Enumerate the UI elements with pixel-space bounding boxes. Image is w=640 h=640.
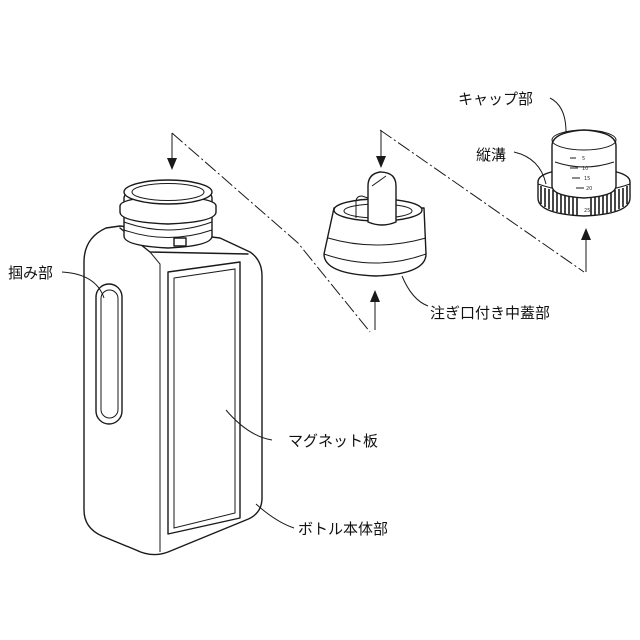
arrow-down-lid	[376, 130, 386, 168]
cap-scale-mark: 25	[584, 208, 590, 214]
leader-body	[256, 504, 294, 528]
middle-lid-with-spout	[324, 172, 426, 276]
magnet-plate	[168, 262, 240, 534]
cap-scale-mark: 5	[582, 156, 585, 162]
bottle-body	[84, 180, 262, 555]
label-grip: 掴み部	[8, 264, 53, 282]
label-groove: 縦溝	[476, 146, 506, 164]
cap-scale-mark: 20	[586, 186, 592, 192]
leader-lid	[402, 276, 428, 306]
cap-scale-mark: 15	[584, 176, 590, 182]
arrow-up-lid	[370, 290, 380, 330]
pour-spout	[368, 172, 396, 225]
arrow-down-bottle	[167, 133, 177, 170]
label-middle-lid: 注ぎ口付き中蓋部	[430, 304, 550, 322]
leader-cap	[550, 98, 566, 132]
cap-scale-mark: 10	[582, 166, 588, 172]
label-magnet-plate: マグネット板	[288, 432, 378, 450]
label-cap: キャップ部	[458, 90, 533, 108]
label-bottle-body: ボトル本体部	[298, 520, 388, 538]
arrow-up-cap	[581, 228, 591, 272]
cap: 5 10 15 20 25	[538, 130, 630, 216]
